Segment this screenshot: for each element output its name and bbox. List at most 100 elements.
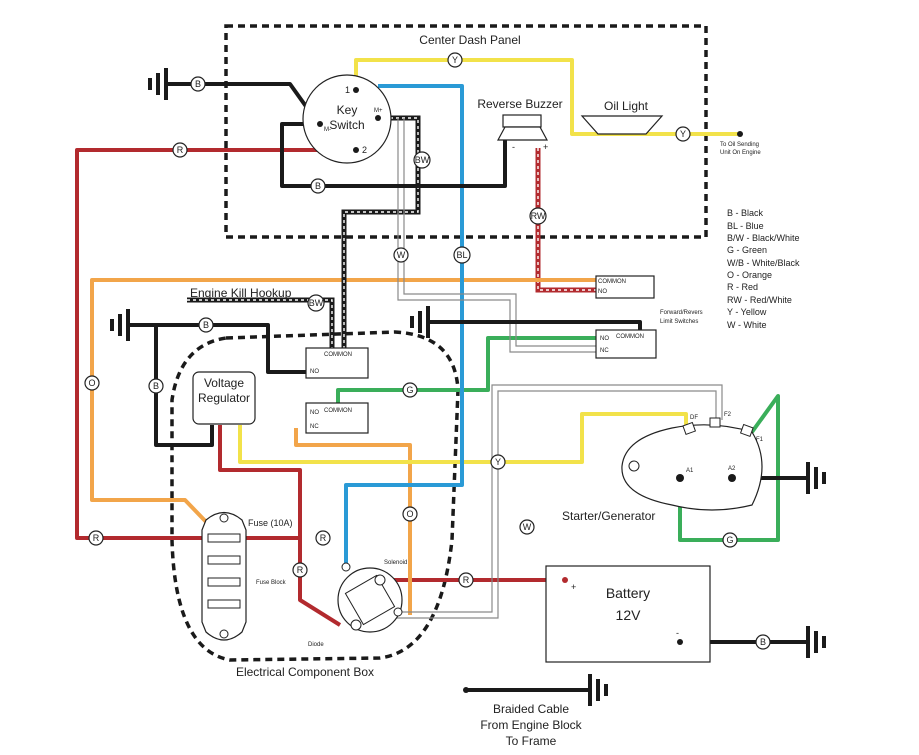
svg-text:NO: NO bbox=[310, 369, 319, 375]
battery: Battery 12V + - bbox=[545, 565, 711, 663]
legend-item: B - Black bbox=[727, 208, 764, 218]
center-dash-panel-label: Center Dash Panel bbox=[419, 33, 520, 47]
svg-text:O: O bbox=[88, 378, 95, 388]
wire-tag-b: B bbox=[148, 378, 164, 394]
svg-text:R: R bbox=[463, 575, 470, 585]
svg-text:NO: NO bbox=[310, 410, 319, 416]
svg-text:COMMON: COMMON bbox=[324, 352, 352, 358]
wire-tag-y: Y bbox=[675, 126, 691, 142]
engine-kill-hookup-label: Engine Kill Hookup bbox=[190, 286, 292, 300]
svg-text:G: G bbox=[726, 535, 733, 545]
color-legend: B - Black BL - Blue B/W - Black/White G … bbox=[727, 208, 800, 330]
svg-text:Switch: Switch bbox=[329, 118, 364, 132]
voltage-regulator: Voltage Regulator bbox=[192, 371, 256, 425]
svg-text:M-: M- bbox=[324, 127, 331, 133]
svg-text:Voltage: Voltage bbox=[204, 376, 244, 390]
svg-text:Y: Y bbox=[680, 129, 686, 139]
wire-tag-r: R bbox=[458, 572, 474, 588]
ground-icon bbox=[588, 674, 608, 706]
svg-text:B: B bbox=[153, 381, 159, 391]
svg-text:F1: F1 bbox=[756, 437, 764, 443]
legend-item: R - Red bbox=[727, 282, 758, 292]
wire-tag-y: Y bbox=[447, 52, 463, 68]
forward-reverse-label: Limit Switches bbox=[660, 319, 698, 325]
center-dash-panel-outline bbox=[224, 24, 708, 239]
limit-switch-forward: COMMON NO NC bbox=[595, 329, 657, 359]
svg-text:NC: NC bbox=[310, 424, 319, 430]
wire-tag-r: R bbox=[172, 142, 188, 158]
svg-text:Solenoid: Solenoid bbox=[384, 560, 407, 566]
svg-text:NO: NO bbox=[600, 336, 609, 342]
blue-wire bbox=[344, 84, 464, 565]
oil-sending-note: Unit On Engine bbox=[720, 150, 761, 156]
svg-text:W: W bbox=[523, 522, 532, 532]
white-wires bbox=[382, 118, 723, 619]
legend-item: G - Green bbox=[727, 245, 767, 255]
wire-tag-o: O bbox=[402, 506, 418, 522]
legend-item: O - Orange bbox=[727, 270, 772, 280]
svg-text:Reverse Buzzer: Reverse Buzzer bbox=[477, 97, 562, 111]
wire-tag-r: R bbox=[88, 530, 104, 546]
neutral-relay: COMMON NO NC bbox=[305, 402, 369, 434]
wire-tag-bl: BL bbox=[453, 246, 471, 264]
svg-text:NC: NC bbox=[600, 348, 609, 354]
svg-text:Y: Y bbox=[495, 457, 501, 467]
oil-light: Oil Light bbox=[580, 99, 664, 135]
svg-text:B: B bbox=[195, 79, 201, 89]
svg-text:Diode: Diode bbox=[308, 642, 324, 648]
svg-text:BW: BW bbox=[309, 298, 324, 308]
svg-text:R: R bbox=[93, 533, 100, 543]
svg-text:O: O bbox=[406, 509, 413, 519]
svg-text:BW: BW bbox=[415, 155, 430, 165]
svg-text:12V: 12V bbox=[616, 607, 642, 623]
svg-text:B: B bbox=[760, 637, 766, 647]
svg-text:R: R bbox=[297, 565, 304, 575]
electrical-component-box-label: Electrical Component Box bbox=[236, 665, 374, 679]
svg-text:B: B bbox=[203, 320, 209, 330]
svg-text:W: W bbox=[397, 250, 406, 260]
wire-tag-y: Y bbox=[490, 454, 506, 470]
ground-icon bbox=[806, 462, 826, 494]
svg-text:RW: RW bbox=[531, 211, 546, 221]
limit-switch-reverse: COMMON NO bbox=[595, 275, 655, 299]
braided-cable-note: To Frame bbox=[506, 734, 557, 748]
ground-icon bbox=[410, 306, 430, 338]
kill-relay: COMMON NO bbox=[305, 347, 369, 379]
svg-text:F2: F2 bbox=[724, 412, 732, 418]
legend-item: W/B - White/Black bbox=[727, 258, 800, 268]
svg-text:COMMON: COMMON bbox=[324, 408, 352, 414]
terminal-dot bbox=[463, 687, 469, 693]
wire-tag-b: B bbox=[190, 76, 206, 92]
wire-tag-bw: BW bbox=[307, 294, 325, 312]
wire-tag-bw: BW bbox=[413, 151, 431, 169]
svg-text:-: - bbox=[512, 142, 515, 152]
reverse-buzzer: Reverse Buzzer - + bbox=[477, 97, 562, 152]
legend-item: W - White bbox=[727, 320, 767, 330]
wire-tag-w: W bbox=[519, 519, 535, 535]
legend-item: B/W - Black/White bbox=[727, 233, 800, 243]
wire-tag-b: B bbox=[310, 178, 326, 194]
forward-reverse-label: Forward/Revers bbox=[660, 310, 703, 316]
electrical-component-box-outline bbox=[170, 330, 460, 662]
wire-tag-b: B bbox=[198, 317, 214, 333]
starter-generator-label: Starter/Generator bbox=[562, 509, 655, 523]
wire-tag-rw: RW bbox=[529, 207, 547, 225]
svg-text:B: B bbox=[315, 181, 321, 191]
wire-tag-r: R bbox=[315, 530, 331, 546]
svg-text:DF: DF bbox=[690, 415, 698, 421]
svg-text:Regulator: Regulator bbox=[198, 391, 250, 405]
wire-tag-b: B bbox=[755, 634, 771, 650]
svg-text:Oil Light: Oil Light bbox=[604, 99, 649, 113]
svg-text:+: + bbox=[571, 582, 576, 592]
braided-cable-note: From Engine Block bbox=[480, 718, 582, 732]
wire-tag-r: R bbox=[292, 562, 308, 578]
svg-text:R: R bbox=[177, 145, 184, 155]
braided-cable-note: Braided Cable bbox=[493, 702, 569, 716]
svg-text:2: 2 bbox=[362, 145, 367, 155]
svg-text:COMMON: COMMON bbox=[598, 279, 626, 285]
svg-text:COMMON: COMMON bbox=[616, 334, 644, 340]
wire-tag-o: O bbox=[84, 375, 100, 391]
svg-text:-: - bbox=[676, 628, 679, 638]
svg-text:A2: A2 bbox=[728, 466, 736, 472]
